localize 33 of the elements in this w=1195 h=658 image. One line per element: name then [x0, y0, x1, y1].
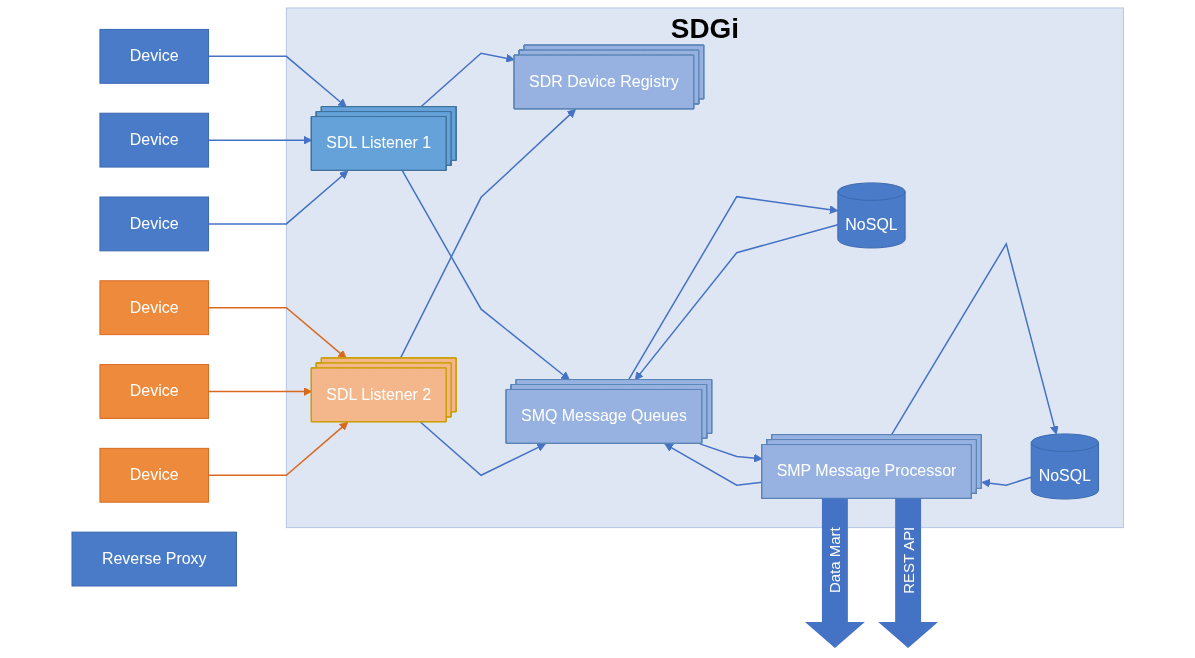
process-box: SDL Listener 2: [310, 357, 457, 423]
process-box: SDL Listener 1: [310, 106, 457, 171]
arrow: [419, 421, 546, 477]
process-box: Device: [99, 112, 209, 168]
process-box: SMP Message Processor: [760, 434, 982, 499]
process-box: SDR Device Registry: [513, 44, 705, 110]
arrow: [890, 241, 1059, 436]
arrow: [207, 170, 349, 225]
block-arrow: [877, 498, 938, 648]
arrow: [207, 135, 312, 145]
process-box: Reverse Proxy: [71, 531, 237, 587]
database-cylinder: NoSQL: [837, 182, 906, 249]
process-box: Device: [99, 280, 209, 336]
arrow: [699, 443, 763, 463]
arrow: [401, 170, 570, 381]
arrow: [207, 421, 349, 477]
process-box: Device: [99, 447, 209, 503]
process-box: Device: [99, 196, 209, 252]
process-box: Device: [99, 364, 209, 419]
arrow: [627, 195, 839, 381]
database-cylinder: NoSQL: [1030, 433, 1099, 500]
process-box: Device: [99, 28, 209, 84]
arrow: [419, 52, 515, 108]
process-box: SMQ Message Queues: [505, 379, 713, 444]
arrow: [207, 55, 347, 108]
arrow: [634, 224, 839, 381]
arrow: [664, 443, 763, 487]
arrow: [207, 387, 312, 396]
arrow: [981, 476, 1032, 488]
arrow: [207, 306, 347, 359]
edge-label: Data Mart: [826, 527, 844, 594]
edge-label: REST API: [899, 526, 917, 594]
block-arrow: [804, 498, 865, 648]
